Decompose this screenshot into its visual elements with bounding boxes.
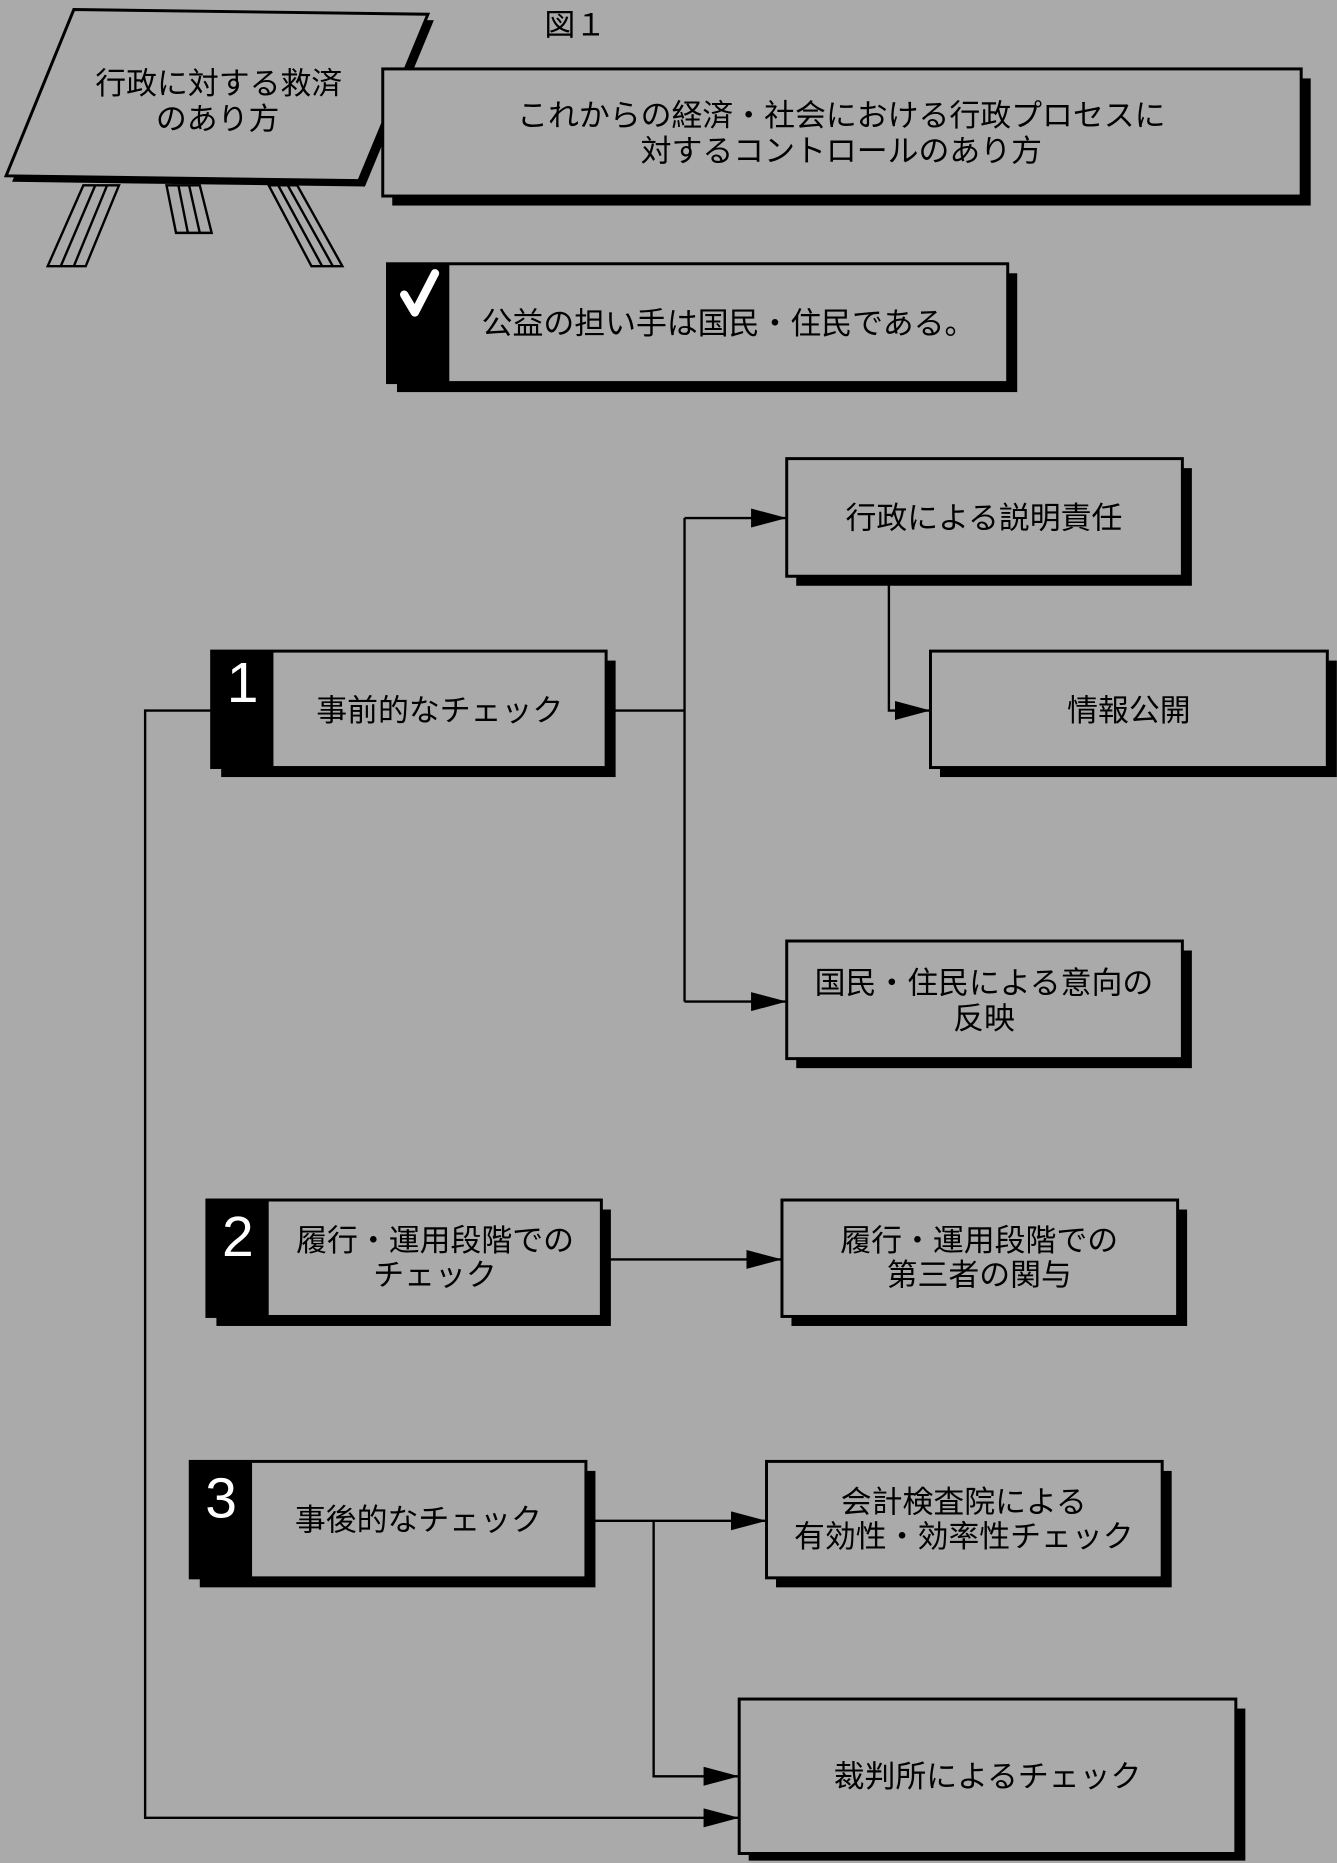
check-number-1: 1 (227, 651, 259, 715)
public-input-box: 国民・住民による意向の 反映 (785, 939, 1192, 1069)
audit-line-2: 有効性・効率性チェック (794, 1519, 1134, 1555)
sign-face (3, 8, 431, 183)
principle-text: 公益の担い手は国民・住民である。 (482, 306, 976, 342)
sign-line-1: 行政に対する救済 (95, 66, 342, 102)
header-box-line-2: 対するコントロールのあり方 (641, 134, 1042, 170)
arrow-check3-to-court (652, 1520, 740, 1786)
third-party-box: 履行・運用段階での 第三者の関与 (780, 1198, 1188, 1326)
court-label: 裁判所によるチェック (834, 1759, 1142, 1795)
arrow-check1-to-court (143, 709, 740, 1828)
check-box-2: 2 履行・運用段階での チェック (205, 1198, 611, 1326)
check-label-2-line-2: チェック (373, 1258, 497, 1294)
check-number-3: 3 (205, 1466, 237, 1530)
sign-line-2: のあり方 (156, 102, 280, 138)
check-number-cell-1 (211, 651, 274, 768)
check-label-3: 事後的なチェック (295, 1502, 542, 1538)
check-box-3: 3 事後的なチェック (188, 1459, 596, 1588)
accountability-box: 行政による説明責任 (785, 457, 1192, 586)
sign-leg-middle (165, 184, 214, 235)
check-label-2-line-1: 履行・運用段階での (296, 1223, 574, 1259)
header-box-line-1: これからの経済・社会における行政プロセスに (517, 98, 1165, 134)
audit-box: 会計検査院による 有効性・効率性チェック (765, 1459, 1172, 1588)
court-box: 裁判所によるチェック (737, 1697, 1246, 1861)
check-label-1: 事前的なチェック (316, 693, 563, 729)
public-input-line-1: 国民・住民による意向の (815, 965, 1154, 1001)
sign-leg-right (266, 184, 345, 268)
check-box-1: 1 事前的なチェック (210, 649, 616, 778)
audit-line-1: 会計検査院による (841, 1484, 1087, 1520)
accountability-label: 行政による説明責任 (845, 501, 1122, 537)
principle-marker-cell (387, 263, 450, 383)
header-box: これからの経済・社会における行政プロセスに 対するコントロールのあり方 (381, 67, 1311, 206)
sign-board: 行政に対する救済 のあり方 (3, 8, 434, 268)
arrow-accountability-to-disclosure (887, 576, 931, 721)
figure-label: 図１ (544, 8, 606, 44)
disclosure-box: 情報公開 (928, 649, 1337, 778)
public-input-line-2: 反映 (953, 1001, 1015, 1037)
sign-leg-left (45, 184, 121, 268)
check-number-cell-2 (206, 1200, 269, 1317)
third-party-line-2: 第三者の関与 (887, 1258, 1072, 1294)
principle-box: 公益の担い手は国民・住民である。 (386, 262, 1018, 393)
disclosure-label: 情報公開 (1067, 693, 1191, 729)
check-number-cell-3 (190, 1461, 253, 1578)
check-number-2: 2 (222, 1205, 254, 1269)
third-party-line-1: 履行・運用段階での (840, 1223, 1118, 1259)
check-icon (399, 269, 440, 317)
connectors (143, 508, 931, 1828)
